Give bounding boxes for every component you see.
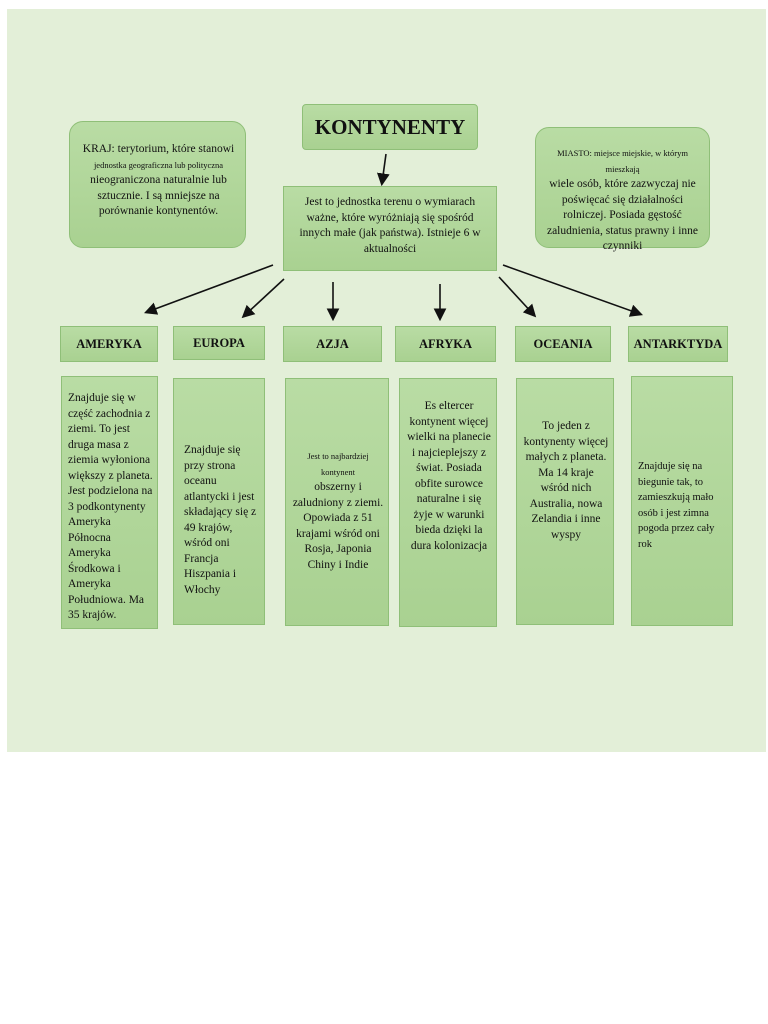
note-miasto-line2: wiele osób, które zazwyczaj nie poświęca… [546, 178, 699, 252]
arrow-to-ameryka [144, 264, 274, 315]
desc-antarktyda: Znajduje się na biegunie tak, to zamiesz… [631, 376, 733, 626]
desc-ameryka: Znajduje się w część zachodnia z ziemi. … [61, 376, 158, 629]
header-afryka: AFRYKA [395, 326, 496, 362]
desc-europa-text: Znajduje się przy strona oceanu atlantyc… [184, 444, 257, 596]
desc-afryka: Es eltercer kontynent więcej wielki na p… [399, 378, 497, 627]
note-kraj-line3: nieograniczona naturalnie lub sztucznie.… [90, 174, 227, 217]
title-box: KONTYNENTY [302, 104, 478, 150]
desc-oceania: To jeden z kontynenty więcej małych z pl… [516, 378, 614, 625]
central-definition-text: Jest to jednostka terenu o wymiarach waż… [299, 196, 481, 255]
header-azja: AZJA [283, 326, 382, 362]
header-antarktyda: ANTARKTYDA [628, 326, 728, 362]
header-antarktyda-label: ANTARKTYDA [633, 336, 723, 351]
header-oceania: OCEANIA [515, 326, 611, 362]
note-miasto-line1: MIASTO: miejsce miejskie, w którym miesz… [557, 148, 688, 174]
header-europa-label: EUROPA [193, 335, 245, 350]
desc-antarktyda-text: Znajduje się na biegunie tak, to zamiesz… [638, 461, 715, 550]
desc-europa: Znajduje się przy strona oceanu atlantyc… [173, 378, 265, 625]
header-ameryka: AMERYKA [60, 326, 158, 362]
desc-azja-text: obszerny i zaludniony z ziemi. Opowiada … [292, 481, 384, 571]
desc-afryka-text: Es eltercer kontynent więcej wielki na p… [407, 400, 491, 552]
arrow-to-oceania [498, 276, 537, 318]
diagram-title: KONTYNENTY [314, 114, 466, 139]
arrow-title-to-central [376, 153, 390, 187]
desc-azja: Jest to najbardziej kontynent obszerny i… [285, 378, 389, 626]
header-ameryka-label: AMERYKA [76, 336, 142, 351]
header-azja-label: AZJA [316, 336, 349, 351]
central-definition-box: Jest to jednostka terenu o wymiarach waż… [283, 186, 497, 271]
note-kraj: KRAJ: terytorium, które stanowi jednostk… [69, 121, 246, 248]
desc-ameryka-text: Znajduje się w część zachodnia z ziemi. … [68, 392, 153, 621]
arrow-to-europa [241, 278, 285, 319]
desc-oceania-text: To jeden z kontynenty więcej małych z pl… [523, 420, 609, 541]
arrow-to-antarktyda [502, 264, 644, 317]
note-miasto: MIASTO: miejsce miejskie, w którym miesz… [535, 127, 710, 252]
note-kraj-line1: KRAJ: terytorium, które stanowi [82, 143, 235, 155]
header-oceania-label: OCEANIA [533, 336, 593, 351]
note-kraj-line2: jednostka geograficzna lub polityczna [93, 159, 224, 170]
desc-azja-small: Jest to najbardziej kontynent [307, 451, 369, 477]
header-afryka-label: AFRYKA [418, 336, 473, 351]
header-europa: EUROPA [173, 326, 265, 360]
